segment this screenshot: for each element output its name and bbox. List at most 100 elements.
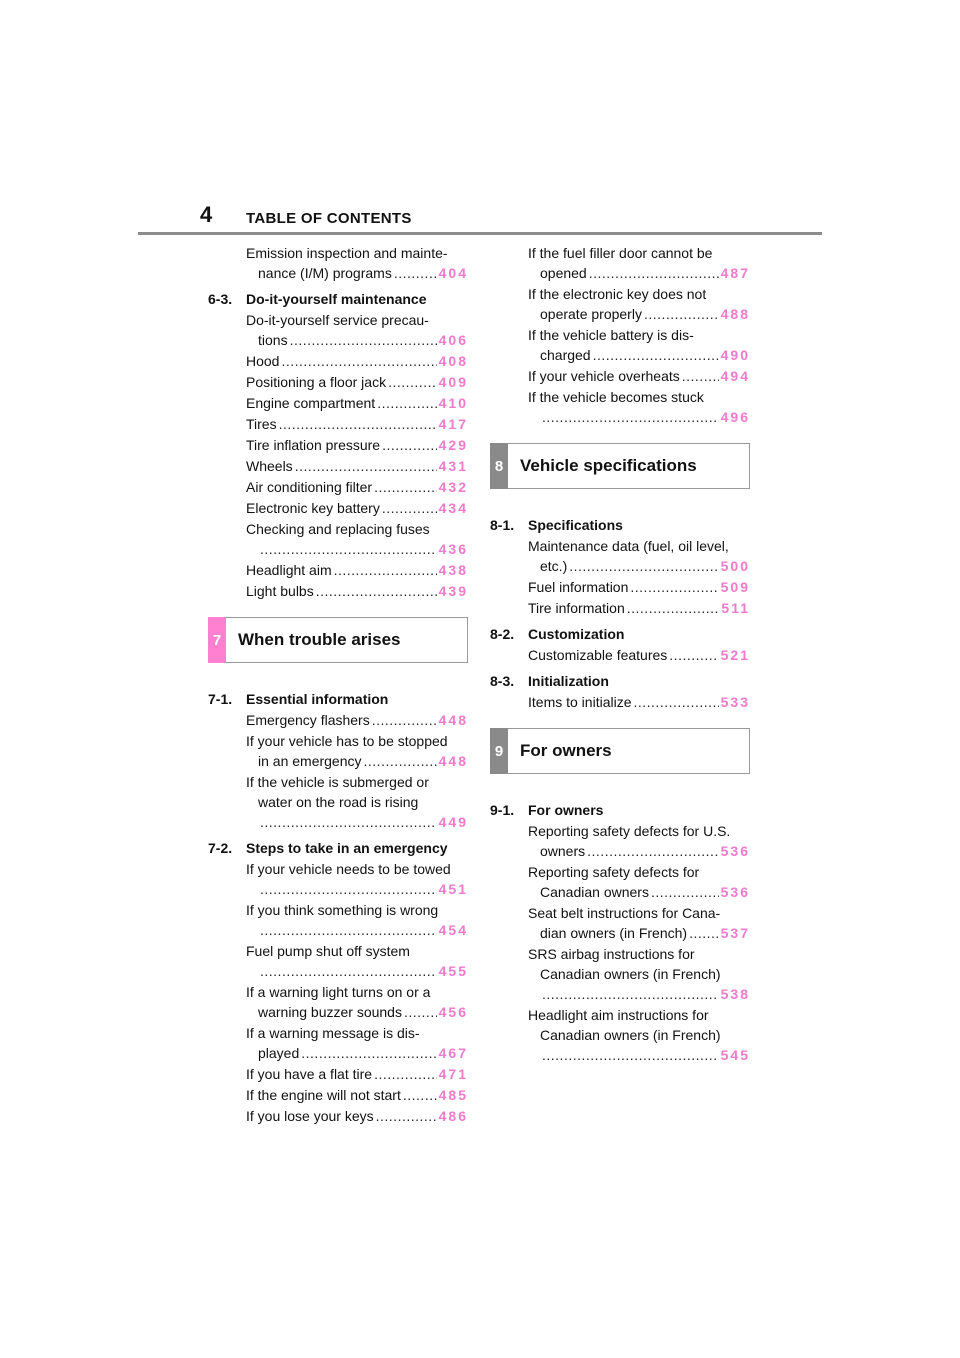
toc-entry[interactable]: Items to initialize533 [528,692,750,712]
entry-label: dian owners (in French) [540,925,688,941]
page-link[interactable]: 521 [720,647,750,663]
page-link[interactable]: 538 [720,986,750,1002]
page-link[interactable]: 438 [438,562,468,578]
page-link[interactable]: 439 [438,583,468,599]
chapter-number-tab: 9 [490,728,508,774]
toc-entry[interactable]: If the fuel filler door cannot beopened4… [528,243,750,283]
toc-entry[interactable]: Seat belt instructions for Cana-dian own… [528,903,750,943]
chapter-9-box: 9 For owners [490,728,750,774]
toc-entry[interactable]: If the vehicle battery is dis-charged490 [528,325,750,365]
page-link[interactable]: 406 [438,332,468,348]
page-link[interactable]: 537 [720,925,750,941]
toc-entry[interactable]: Do-it-yourself service precau-tions406 [246,310,468,350]
leader-dots [260,539,437,559]
toc-entry[interactable]: Air conditioning filter432 [246,477,468,497]
page-link[interactable]: 448 [438,753,468,769]
page-link[interactable]: 456 [438,1004,468,1020]
toc-entry[interactable]: If the engine will not start485 [246,1085,468,1105]
toc-entry[interactable]: Positioning a floor jack409 [246,372,468,392]
page-link[interactable]: 431 [438,458,468,474]
page-link[interactable]: 410 [438,395,468,411]
page-link[interactable]: 454 [438,922,468,938]
toc-entry[interactable]: Hood408 [246,351,468,371]
entry-label: If the vehicle becomes stuck [528,389,704,405]
toc-entry[interactable]: Wheels 431 [246,456,468,476]
toc-entry[interactable]: If your vehicle needs to be towed451 [246,859,468,899]
toc-entry[interactable]: Tires417 [246,414,468,434]
page-link[interactable]: 409 [438,374,468,390]
page-link[interactable]: 509 [720,579,750,595]
page-link[interactable]: 536 [720,843,750,859]
page-link[interactable]: 496 [720,409,750,425]
page-link[interactable]: 536 [720,884,750,900]
page-link[interactable]: 467 [438,1045,468,1061]
page-link[interactable]: 545 [720,1047,750,1063]
page-link[interactable]: 436 [438,541,468,557]
leader-dots [372,710,437,730]
page-link[interactable]: 448 [438,712,468,728]
page-link[interactable]: 486 [438,1108,468,1124]
page-link[interactable]: 451 [438,881,468,897]
leader-dots [376,1106,437,1126]
section-number: 7-1. [208,691,233,707]
entry-label: If your vehicle overheats [528,368,680,384]
toc-entry[interactable]: Light bulbs439 [246,581,468,601]
toc-entry[interactable]: Checking and replacing fuses436 [246,519,468,559]
page-link[interactable]: 404 [438,265,468,281]
toc-entry[interactable]: If you think something is wrong454 [246,900,468,940]
page-link[interactable]: 455 [438,963,468,979]
page-link[interactable]: 533 [720,694,750,710]
toc-entry[interactable]: Tire inflation pressure429 [246,435,468,455]
page-link[interactable]: 417 [438,416,468,432]
entry-label: Fuel pump shut off system [246,943,410,959]
leader-dots [290,330,437,350]
page-link[interactable]: 449 [438,814,468,830]
page-link[interactable]: 485 [438,1087,468,1103]
toc-entry[interactable]: Electronic key battery434 [246,498,468,518]
toc-entry[interactable]: If you have a flat tire471 [246,1064,468,1084]
toc-entry[interactable]: Emergency flashers448 [246,710,468,730]
page-link[interactable]: 500 [720,558,750,574]
page-link[interactable]: 490 [720,347,750,363]
leader-dots [569,556,718,576]
leader-dots [682,366,719,386]
page-link[interactable]: 408 [438,353,468,369]
section-title: Essential information [246,691,389,707]
page-link[interactable]: 494 [720,368,750,384]
toc-entry[interactable]: Maintenance data (fuel, oil level,etc.)5… [528,536,750,576]
page-link[interactable]: 429 [438,437,468,453]
page-link[interactable]: 488 [720,306,750,322]
toc-entry[interactable]: If a warning message is dis-played467 [246,1023,468,1063]
toc-entry[interactable]: If you lose your keys486 [246,1106,468,1126]
toc-entry[interactable]: Fuel pump shut off system 455 [246,941,468,981]
entry-label: operate properly [540,306,642,322]
entry-label: Canadian owners (in French) [540,1027,721,1043]
page-link[interactable]: 432 [438,479,468,495]
toc-entry[interactable]: If the vehicle becomes stuck 496 [528,387,750,427]
toc-entry[interactable]: Engine compartment410 [246,393,468,413]
toc-entry[interactable]: Emission inspection and mainte- nance (I… [246,243,468,283]
section-title: Steps to take in an emergency [246,840,448,856]
toc-entry[interactable]: Fuel information509 [528,577,750,597]
entry-label: Wheels [246,458,293,474]
toc-entry[interactable]: Headlight aim438 [246,560,468,580]
entry-label: If the vehicle battery is dis- [528,327,694,343]
toc-entry[interactable]: Customizable features521 [528,645,750,665]
page-link[interactable]: 471 [438,1066,468,1082]
page-link[interactable]: 511 [721,600,750,616]
toc-entry[interactable]: Reporting safety defects for U.S.owners5… [528,821,750,861]
page-link[interactable]: 487 [720,265,750,281]
entry-label: played [258,1045,300,1061]
toc-entry[interactable]: Tire information511 [528,598,750,618]
toc-entry[interactable]: If your vehicle overheats 494 [528,366,750,386]
page-link[interactable]: 434 [438,500,468,516]
